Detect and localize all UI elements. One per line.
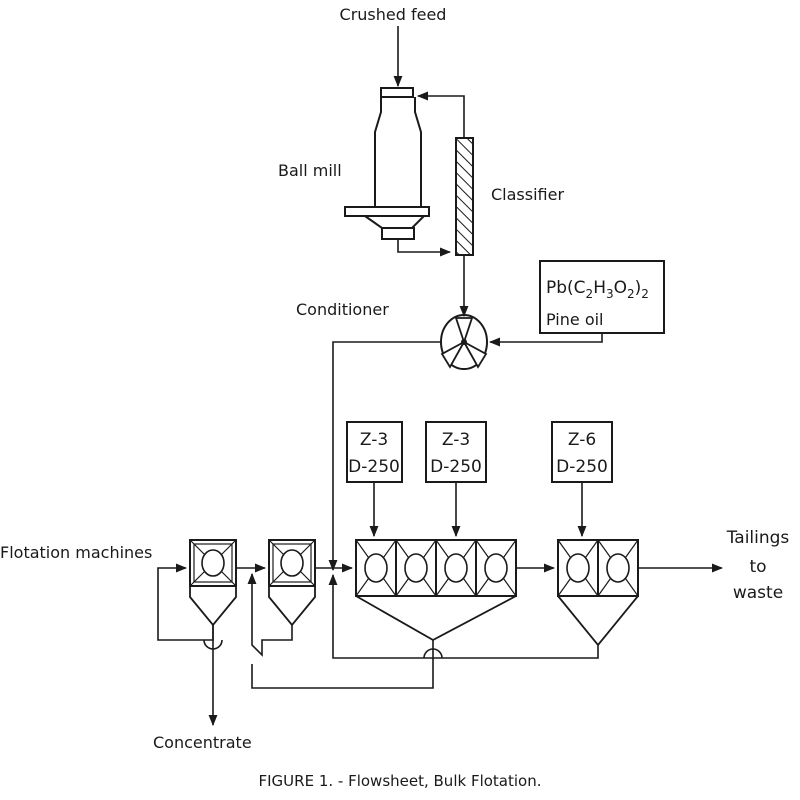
flotation-cell (268, 539, 316, 587)
flotation-cell (475, 539, 517, 597)
reagent-formula: Pb(C2H3O2)2 (546, 278, 649, 301)
flotation-cell (597, 539, 639, 597)
line-crossover (423, 648, 443, 659)
line-crossover (203, 639, 223, 650)
flotation-cell (435, 539, 477, 597)
reagent-box-3-line2: D-250 (556, 457, 608, 477)
reagent-box-1-line2: D-250 (348, 457, 400, 477)
conditioner-label: Conditioner (296, 300, 389, 319)
recycle-to-cell-a-line (157, 563, 214, 641)
flotation-cell (395, 539, 437, 597)
mill-to-classifier-line (397, 239, 452, 257)
classifier (455, 137, 474, 256)
flotation-cells (189, 539, 639, 647)
classifier-return-line (416, 91, 465, 138)
tailings-to-label: to (749, 557, 766, 577)
concentrate-label: Concentrate (153, 733, 252, 752)
tailings-label: Tailings (726, 528, 790, 548)
reagent-box-2-line1: Z-3 (442, 430, 470, 450)
ball-mill-label: Ball mill (278, 161, 342, 180)
flotation-cell (355, 539, 397, 597)
classifier-label: Classifier (491, 185, 564, 204)
reagent-box-2-line2: D-250 (430, 457, 482, 477)
flotation-cell (557, 539, 599, 597)
figure-caption: FIGURE 1. - Flowsheet, Bulk Flotation. (259, 772, 542, 790)
flotation-cell (189, 539, 237, 587)
flotation-machines-label: Flotation machines (0, 543, 152, 562)
conditioner (440, 314, 488, 370)
crushed-feed-label: Crushed feed (340, 5, 447, 24)
cell-b-recycle-line (247, 572, 293, 657)
reagent-box-3-line1: Z-6 (568, 430, 596, 450)
reagent-to-conditioner-line (488, 333, 603, 347)
pine-oil-label: Pine oil (546, 310, 604, 329)
reagent-box-1-line1: Z-3 (360, 430, 388, 450)
tailings-waste-label: waste (733, 583, 783, 603)
conditioner-to-flotation-line (328, 341, 441, 572)
bank-recycle-line (251, 640, 434, 689)
ball-mill (344, 87, 430, 240)
scavenger-recycle-line (328, 573, 599, 659)
